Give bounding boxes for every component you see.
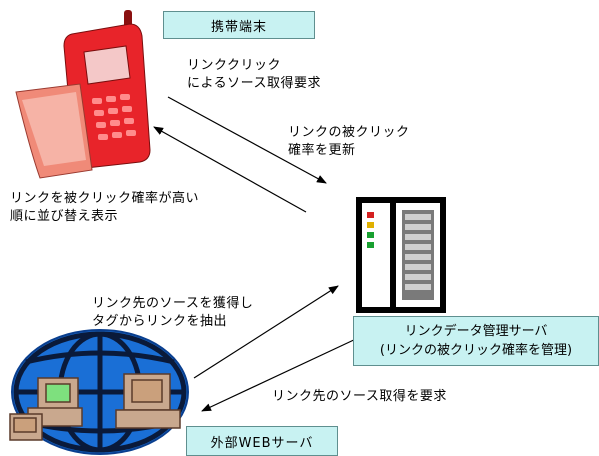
note-click-request-line1: リンククリック [187, 58, 281, 73]
link-data-server-label: リンクデータ管理サーバ (リンクの被クリック確率を管理) [353, 316, 599, 366]
note-sort-display-line2: 順に並び替え表示 [10, 209, 119, 224]
mobile-terminal-label: 携帯端末 [163, 11, 315, 39]
mobile-phone-icon [15, 10, 151, 179]
note-acquire-source-line1: リンク先のソースを獲得し [92, 296, 254, 311]
globe-network-icon [9, 329, 189, 455]
note-sort-display-line1: リンクを被クリック確率が高い [10, 191, 200, 206]
note-update-probability: リンクの被クリック 確率を更新 [288, 124, 410, 160]
note-click-request-line2: によるソース取得要求 [187, 76, 321, 91]
note-acquire-source-line2: タグからリンクを抽出 [92, 314, 228, 329]
note-acquire-source: リンク先のソースを獲得し タグからリンクを抽出 [92, 295, 253, 331]
note-request-source-line1: リンク先のソース取得を要求 [272, 389, 447, 404]
note-request-source: リンク先のソース取得を要求 [272, 388, 447, 406]
server-label-line2: (リンクの被クリック確率を管理) [379, 343, 573, 358]
note-update-probability-line1: リンクの被クリック [288, 125, 410, 140]
server-label-line1: リンクデータ管理サーバ [404, 324, 548, 339]
external-web-server-label: 外部WEBサーバ [186, 426, 338, 456]
external-web-server-label-text: 外部WEBサーバ [210, 435, 314, 451]
note-sort-display: リンクを被クリック確率が高い 順に並び替え表示 [10, 190, 199, 226]
arrow-phone-to-server [167, 96, 327, 184]
arrow-web-to-server [193, 285, 339, 379]
server-icon [356, 197, 446, 313]
note-update-probability-line2: 確率を更新 [288, 143, 356, 158]
mobile-terminal-label-text: 携帯端末 [210, 19, 267, 35]
arrow-server-to-phone [153, 126, 307, 213]
note-click-request: リンククリック によるソース取得要求 [187, 57, 321, 93]
arrow-server-to-web [201, 337, 359, 412]
